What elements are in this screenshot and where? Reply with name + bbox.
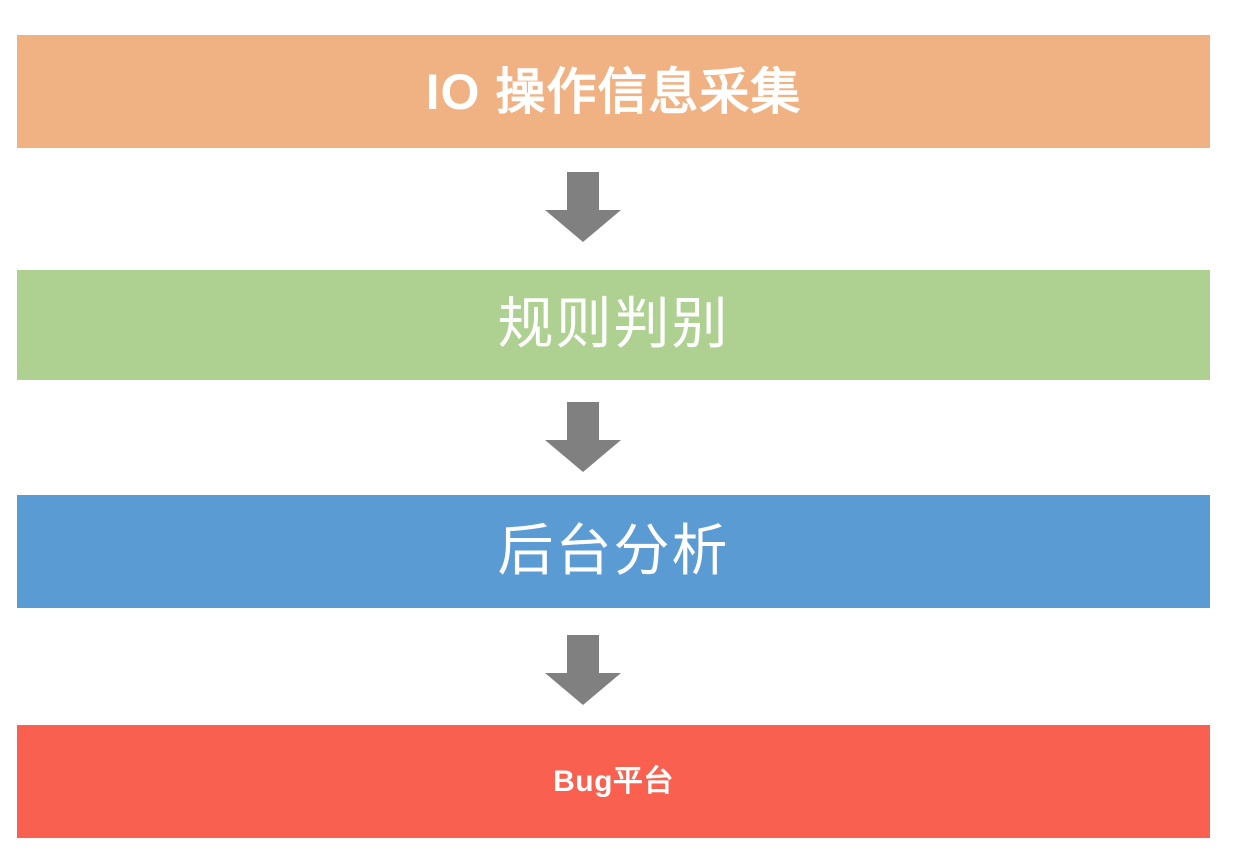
flow-stage-label: 后台分析 [497, 520, 730, 583]
flow-stage-label: Bug平台 [553, 764, 674, 798]
arrow-down-icon [545, 402, 621, 472]
flow-stage-io-collect: IO 操作信息采集 [17, 35, 1210, 148]
flow-stage-label: IO 操作信息采集 [425, 63, 802, 120]
flow-stage-backend-analysis: 后台分析 [17, 495, 1210, 608]
flow-stage-rule-judge: 规则判别 [17, 270, 1210, 380]
arrow-down-icon [545, 172, 621, 242]
arrow-down-icon [545, 635, 621, 705]
flow-stage-bug-platform: Bug平台 [17, 725, 1210, 838]
flow-stage-label: 规则判别 [497, 294, 730, 356]
